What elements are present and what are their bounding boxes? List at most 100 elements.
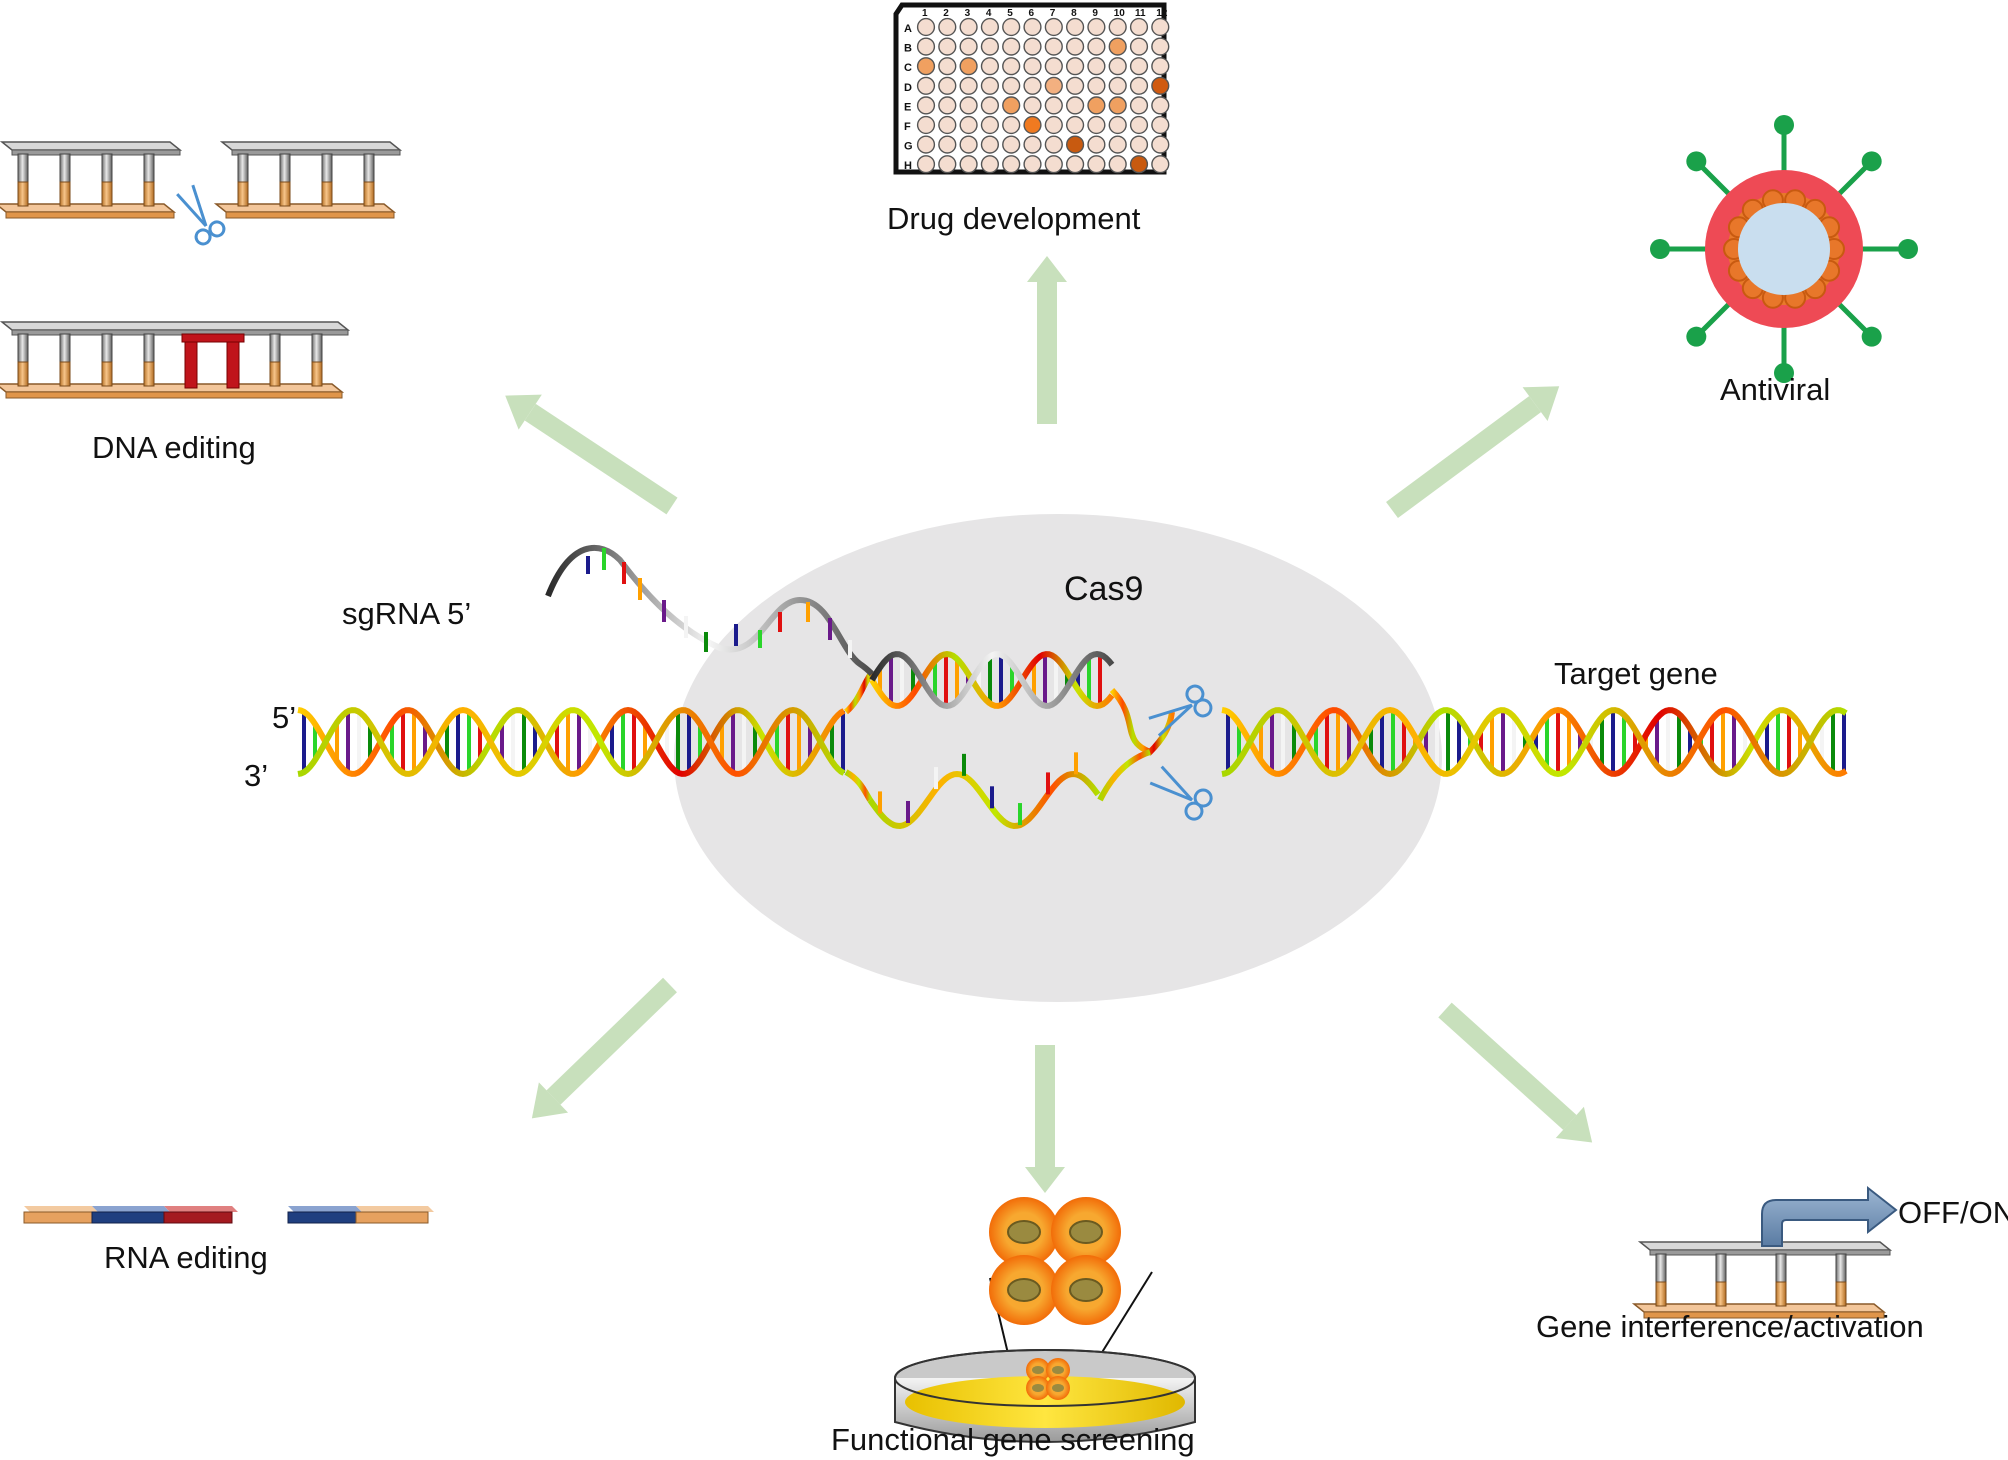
plate-well [1108,155,1127,174]
plate-well [980,135,999,154]
plate-well [1129,135,1149,154]
arrow-icon [1386,386,1560,519]
plate-well [1087,115,1106,135]
dna-helix-icon [297,544,1848,830]
base-pair-rung [59,333,71,363]
plate-well [1087,135,1106,154]
plate-well [1151,96,1170,115]
plate-well [938,135,957,154]
plate-well [1002,96,1021,115]
plate-well [1108,37,1127,56]
base-pair-rung [1775,1253,1787,1283]
antiviral-label: Antiviral [1720,372,1830,407]
plate-well [959,37,978,56]
plate-row-label: E [904,101,911,113]
plate-well [1087,76,1106,95]
plate-well [1087,57,1106,76]
virus-spike-head [1650,239,1670,259]
plate-col-label: 11 [1135,8,1146,19]
plate-well [1044,37,1063,56]
plate-well [1108,115,1127,135]
plate-well [1129,57,1149,76]
plate-well [1087,37,1106,56]
plate-well [938,76,957,95]
plate-row-label: B [904,43,912,55]
arrow-icon [1025,1045,1065,1193]
plate-row-label: A [904,23,912,35]
plate-well [980,76,999,95]
plate-well [938,96,957,115]
plate-well [1087,96,1106,115]
base-pair-rung [269,333,281,363]
scissors-icon [1148,684,1213,737]
plate-well [1151,155,1170,174]
plate-well [980,57,999,76]
plate-col-label: 5 [1007,8,1013,19]
plate-col-label: 9 [1092,8,1098,19]
plate-well [938,17,957,37]
plate-well [959,76,978,95]
plate-well [980,96,999,115]
cell-cluster-icon [1026,1358,1070,1400]
virus-spike-head [1861,151,1882,172]
plate-well [1065,57,1085,76]
plate-well [1023,155,1042,174]
sgrna-label: sgRNA 5’ [342,596,471,631]
plate-well [1002,115,1021,135]
virus-spike-head [1861,326,1882,347]
plate-well [1108,96,1127,115]
plate-well [1023,96,1042,115]
plate-well [1044,96,1063,115]
plate-well [1151,17,1170,37]
plate-col-label: 6 [1029,8,1035,19]
plate-well [1044,135,1063,154]
plate-well [1044,115,1063,135]
plate-well [1023,115,1042,135]
plate-well [1065,155,1085,174]
plate-well [1108,135,1127,154]
helix-strand [545,544,875,677]
dna-editing-label: DNA editing [92,430,256,465]
dna-editing-illustration [0,141,403,399]
arrow-icon [1438,1002,1593,1143]
scissors-icon [176,184,226,246]
plate-well [1044,17,1063,37]
plate-col-label: 10 [1114,8,1126,19]
plate-well [938,155,957,174]
helix-strand [1221,706,1848,778]
plate-well [1002,135,1021,154]
base-pair-rung [17,333,29,363]
base-pair-rung [101,153,113,183]
base-pair-rung [1835,1253,1847,1283]
plate-col-label: 2 [943,8,949,19]
plate-col-label: 8 [1071,8,1077,19]
plate-well [1065,37,1085,56]
cell-cluster-icon [989,1197,1121,1325]
plate-row-label: D [904,82,912,94]
plate-well [959,57,978,76]
plate-well [959,135,978,154]
plate-well [959,17,978,37]
virus-spike-head [1898,239,1918,259]
five-prime-label: 5’ [272,700,296,735]
plate-row-label: F [904,121,911,133]
screening-label: Functional gene screening [831,1422,1195,1457]
virus-icon [1650,115,1918,383]
plate-well [1065,115,1085,135]
plate-well [1023,57,1042,76]
plate-well [916,17,936,37]
helix-strand [297,706,846,778]
plate-well [1087,17,1106,37]
switch-arrow-icon [1761,1185,1898,1247]
virus-spike-head [1774,363,1794,383]
plate-well [1129,155,1149,174]
base-pair-rung [1715,1253,1727,1283]
plate-well [938,57,957,76]
three-prime-label: 3’ [244,758,268,793]
plate-well [1044,57,1063,76]
arrow-icon [1027,256,1067,424]
base-pair-rung [143,333,155,363]
plate-well [1002,76,1021,95]
plate-well [1129,17,1149,37]
